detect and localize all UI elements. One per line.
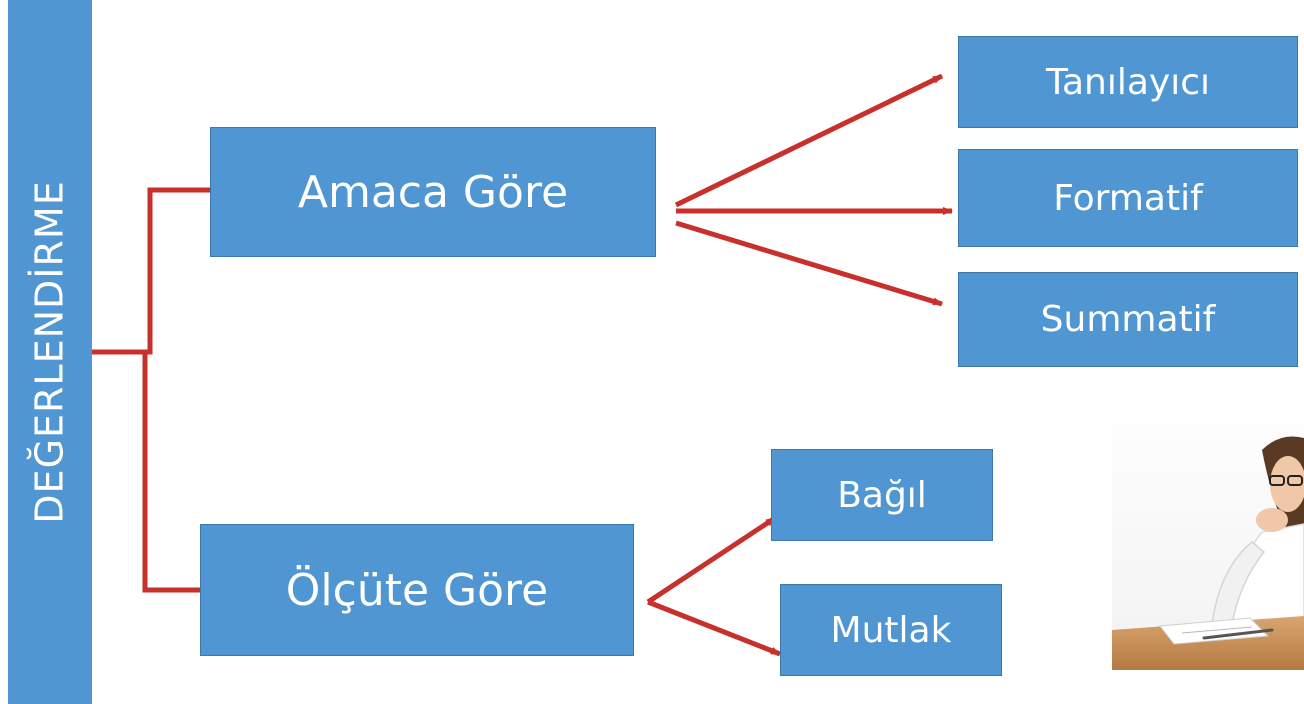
- teacher-photo: [1112, 392, 1304, 670]
- category-node-olcute: Ölçüte Göre: [200, 524, 634, 656]
- arrow-olcute-to-bagil: [646, 515, 777, 605]
- category-node-amaca: Amaca Göre: [210, 127, 656, 257]
- arrow-amaca-to-summatif: [675, 220, 943, 307]
- arrow-olcute-to-mutlak: [647, 599, 781, 657]
- leaf-label: Bağıl: [837, 474, 927, 516]
- root-to-olcute-bracket: [142, 349, 203, 593]
- root-to-amaca-bracket: [89, 187, 213, 355]
- leaf-label: Tanılayıcı: [1045, 61, 1211, 103]
- leaf-node-bagil: Bağıl: [771, 449, 993, 541]
- leaf-node-formatif: Formatif: [958, 149, 1298, 247]
- leaf-node-mutlak: Mutlak: [780, 584, 1002, 676]
- category-label: Amaca Göre: [297, 166, 569, 218]
- leaf-node-summatif: Summatif: [958, 272, 1298, 367]
- leaf-label: Mutlak: [830, 609, 952, 651]
- leaf-label: Formatif: [1053, 177, 1203, 219]
- root-node: DEĞERLENDİRME: [8, 0, 92, 704]
- root-label: DEĞERLENDİRME: [28, 180, 72, 524]
- arrow-amaca-to-tanilayici: [674, 73, 944, 208]
- category-label: Ölçüte Göre: [285, 564, 549, 616]
- leaf-label: Summatif: [1040, 299, 1216, 340]
- leaf-node-tanilayici: Tanılayıcı: [958, 36, 1298, 128]
